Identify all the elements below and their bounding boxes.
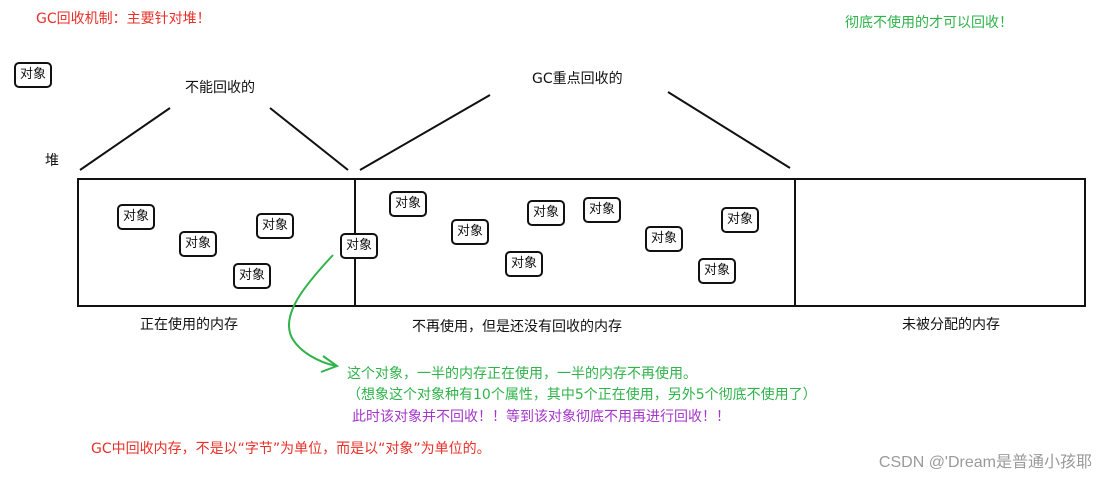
object-box: 对象 — [451, 219, 490, 245]
object-box: 对象 — [179, 231, 218, 257]
green-arrow-curve — [287, 254, 337, 367]
object-box: 对象 — [721, 207, 760, 233]
object-box: 对象 — [505, 251, 544, 277]
region-unallocated-box — [794, 178, 1086, 307]
cannot-reclaim-label: 不能回收的 — [185, 80, 255, 96]
bracket-right-line-2 — [667, 91, 791, 169]
gc-mechanism-title: GC回收机制：主要针对堆！ — [36, 11, 211, 27]
object-box: 对象 — [389, 191, 428, 217]
unit-note: GC中回收内存，不是以“字节”为单位，而是以“对象”为单位的。 — [91, 441, 491, 457]
object-box: 对象 — [583, 197, 622, 223]
object-box: 对象 — [527, 200, 566, 226]
object-box: 对象 — [233, 263, 272, 289]
heap-label: 堆 — [45, 153, 59, 169]
object-box: 对象 — [256, 213, 295, 239]
bracket-right-line-1 — [359, 94, 491, 171]
green-arrow-head — [320, 355, 340, 373]
note-line-3: 此时该对象并不回收！！等到该对象彻底不用再进行回收！！ — [352, 409, 730, 425]
note-line-2: （想象这个对象种有10个属性，其中5个正在使用，另外5个彻底不使用了） — [347, 387, 817, 403]
object-box-boundary: 对象 — [340, 233, 379, 259]
fully-unused-note: 彻底不使用的才可以回收！ — [845, 15, 1013, 31]
note-line-1: 这个对象，一半的内存正在使用，一半的内存不再使用。 — [347, 366, 697, 382]
gc-focus-label: GC重点回收的 — [532, 71, 623, 87]
object-box: 对象 — [117, 204, 156, 230]
watermark: CSDN @'Dream是普通小孩耶 — [878, 454, 1092, 471]
object-box: 对象 — [698, 258, 737, 284]
bracket-left-line-2 — [269, 107, 349, 171]
region-unallocated-label: 未被分配的内存 — [902, 317, 1000, 333]
region-no-longer-used-label: 不再使用，但是还没有回收的内存 — [412, 319, 622, 335]
region-in-use-label: 正在使用的内存 — [140, 317, 238, 333]
bracket-left-line-1 — [79, 107, 171, 171]
object-legend: 对象 — [14, 62, 53, 88]
object-box: 对象 — [645, 226, 684, 252]
